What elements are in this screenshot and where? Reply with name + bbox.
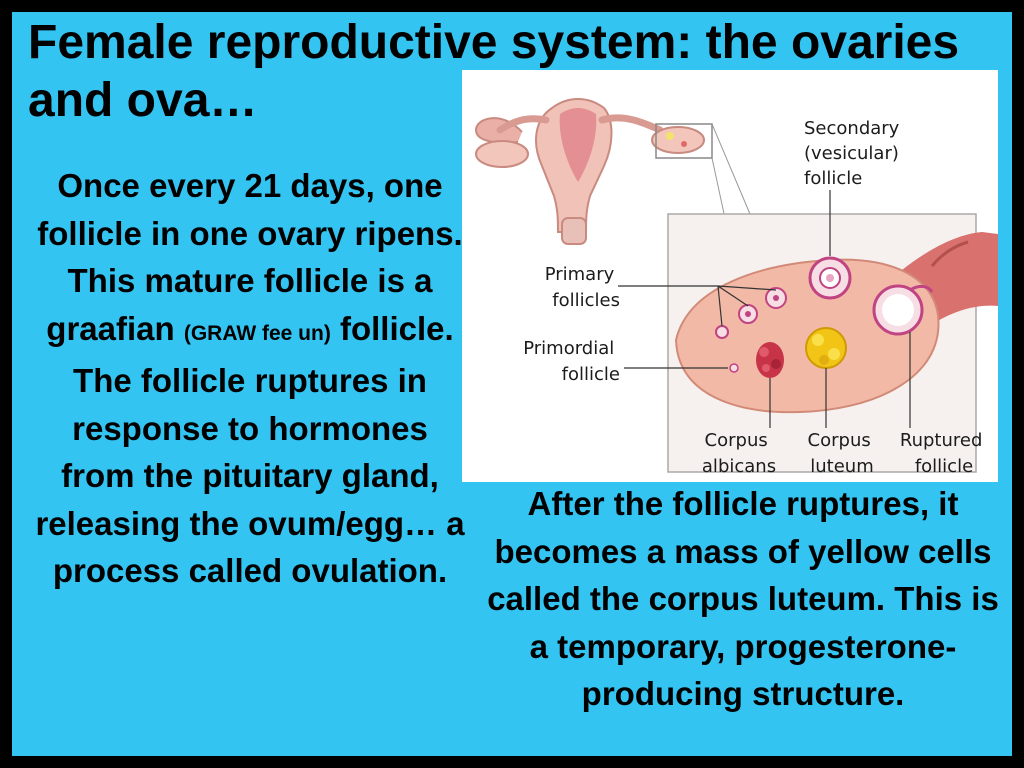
- left-body-text: Once every 21 days, one follicle in one …: [32, 162, 468, 595]
- secondary-follicle-shape: [808, 256, 852, 300]
- leader-lines: [618, 190, 911, 428]
- label-primary-follicles: Primary follicles: [545, 264, 620, 311]
- left-text-part1: Once every 21 days, one follicle in one …: [37, 167, 463, 347]
- slide-title: Female reproductive system: the ovaries …: [28, 16, 960, 127]
- label-corpus-luteum: Corpus luteum: [808, 430, 877, 477]
- ruptured-follicle-shape: [872, 284, 934, 336]
- corpus-albicans-shape: [756, 342, 784, 378]
- label-primordial-follicle: Primordial follicle: [523, 338, 620, 385]
- primordial-follicle-shape: [729, 363, 739, 373]
- left-text-part2: follicle. The follicle ruptures in respo…: [35, 309, 465, 590]
- label-secondary-follicle: Secondary (vesicular) follicle: [804, 118, 905, 189]
- primary-follicles-shape: [715, 287, 787, 339]
- ovary: [674, 258, 940, 414]
- pronunciation-note: (GRAW fee un): [183, 321, 331, 345]
- label-ruptured-follicle: Ruptured follicle: [900, 430, 988, 477]
- corpus-luteum-shape: [805, 327, 847, 369]
- label-corpus-albicans: Corpus albicans: [702, 430, 776, 477]
- uterus-illustration: [474, 98, 757, 363]
- right-body-text: After the follicle ruptures, it becomes …: [487, 485, 999, 712]
- ovary-diagram-svg: Secondary (vesicular) follicle Primary f…: [474, 98, 998, 477]
- slide: Female reproductive system: the ovaries …: [12, 12, 1012, 756]
- ovary-diagram: Secondary (vesicular) follicle Primary f…: [462, 70, 998, 482]
